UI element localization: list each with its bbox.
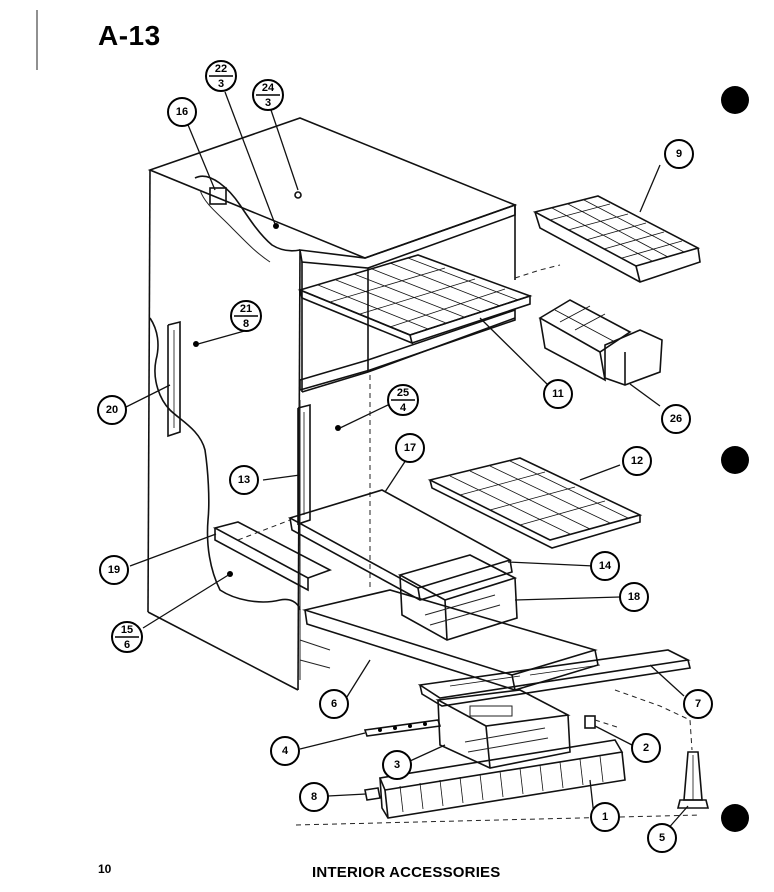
fraction-callout-22-3: 22 3 [205,60,237,92]
callout-4-label: 4 [282,745,289,757]
ice-tray-guide-line [514,264,561,279]
fraction-24-top: 24 [262,82,275,94]
callout-9-label: 9 [676,148,682,160]
callout-14: 16 [167,97,197,127]
callout-18-label: 18 [628,591,640,603]
leveling-leg [676,751,710,809]
callout-6-label: 6 [331,698,337,710]
grille-screw [364,787,381,801]
fraction-15-top: 15 [121,624,133,636]
freezer-wire-shelf [297,254,533,345]
floor-guide-line [295,814,701,826]
callout-4: 4 [270,736,300,766]
callout-1: 1 [590,802,620,832]
liner-rail [167,320,181,438]
leader-lines [125,91,689,832]
fraction-callout-15-6: 15 6 [111,621,143,653]
callout-12-label: 12 [631,455,643,467]
binder-hole-top [721,86,749,114]
callout-13-label: 13 [238,474,250,486]
callout-8-label: 8 [311,791,317,803]
screw-25 [335,425,341,431]
fresh-food-wire-shelf [427,457,643,549]
toe-grille [378,739,626,819]
callout-20: 20 [97,395,127,425]
callout-13: 13 [229,465,259,495]
callout-26-label: 26 [670,413,682,425]
screw-24 [294,191,302,199]
callout-19: 19 [99,555,129,585]
fraction-22-bottom: 3 [218,78,224,90]
side-rail [297,403,311,526]
callout-20-label: 20 [106,404,118,416]
callout-16: 14 [590,551,620,581]
shelf-front-trim [417,649,691,707]
page-number: 10 [98,862,112,876]
callout-11-label: 11 [552,388,564,400]
fraction-21-top: 21 [240,303,252,315]
binder-hole-bottom [721,804,749,832]
callout-5: 5 [647,823,677,853]
clip-guide-line [594,719,621,729]
callout-2-label: 2 [643,742,649,754]
ice-maker-assembly [538,299,663,386]
support-guide-line [237,519,291,541]
fraction-24-bottom: 3 [265,97,271,109]
callout-5-label: 5 [659,832,665,844]
callout-9: 9 [664,139,694,169]
callout-12: 12 [622,446,652,476]
fraction-callout-24-3: 24 3 [252,79,284,111]
callout-14-label: 16 [176,106,188,118]
callout-6: 6 [319,689,349,719]
callout-17-label: 17 [404,442,416,454]
callout-7-label: 7 [695,698,701,710]
binder-hole-middle [721,446,749,474]
page-caption: INTERIOR ACCESSORIES [312,864,501,881]
ice-cube-tray [532,195,701,283]
callout-18: 18 [619,582,649,612]
screw-21 [193,341,199,347]
callout-16-label: 14 [599,560,612,572]
callout-26: 26 [661,404,691,434]
callout-3-label: 3 [394,759,400,771]
freezer-fastener [209,187,227,205]
screw-22 [273,223,279,229]
callout-3: 3 [382,750,412,780]
fraction-callout-25-4: 25 4 [387,384,419,416]
fraction-15-bottom: 6 [124,639,130,651]
callout-8: 8 [299,782,329,812]
fraction-21-bottom: 8 [243,318,249,330]
meat-keeper-drawer [435,689,571,769]
callout-19-label: 19 [108,564,120,576]
leg-guide-line [614,689,693,751]
fraction-25-top: 25 [397,387,409,399]
cabinet-shell [147,117,518,691]
fraction-25-bottom: 4 [400,402,407,414]
callout-7: 7 [683,689,713,719]
screw-strip [363,719,442,737]
callout-11: 11 [543,379,573,409]
lower-glass-shelf [301,589,599,691]
shelf-clip [584,715,596,729]
fraction-callout-21-8: 21 8 [230,300,262,332]
callout-17: 17 [395,433,425,463]
page-code: A-13 [98,20,161,51]
fraction-22-top: 22 [215,63,227,75]
drawer-support [212,521,332,592]
callout-1-label: 1 [602,811,608,823]
callout-2: 2 [631,733,661,763]
